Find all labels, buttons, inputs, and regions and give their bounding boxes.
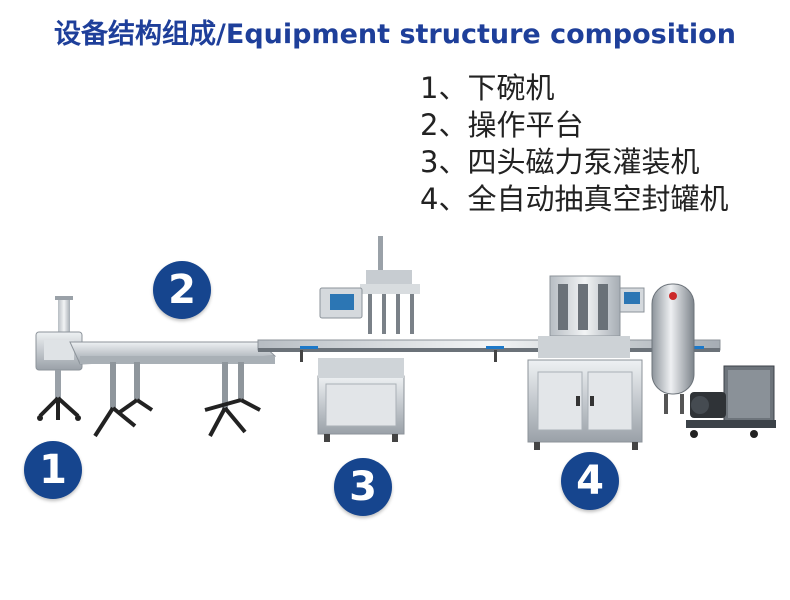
vacuum-pump [686, 365, 776, 438]
vacuum-tank [651, 283, 695, 414]
magnetic-pump-filling-machine [317, 236, 420, 442]
component-item: 4、全自动抽真空封罐机 [420, 182, 729, 216]
component-list: 1、下碗机 2、操作平台 3、四头磁力泵灌装机 4、全自动抽真空封罐机 [420, 70, 728, 218]
component-badge-1: 1 [24, 441, 82, 499]
component-badge-4: 4 [561, 452, 619, 510]
vacuum-can-sealing-machine [527, 275, 645, 450]
component-item: 3、四头磁力泵灌装机 [420, 145, 700, 179]
page-title: 设备结构组成/Equipment structure composition [54, 19, 736, 50]
component-item: 1、下碗机 [420, 71, 555, 105]
component-badge-2: 2 [153, 261, 211, 319]
production-line-photo [35, 236, 776, 450]
component-badge-3: 3 [334, 458, 392, 516]
operating-platform [69, 341, 277, 438]
component-item: 2、操作平台 [420, 108, 584, 142]
conveyor-belt [257, 339, 721, 362]
bowl-dispenser-machine [35, 296, 83, 421]
